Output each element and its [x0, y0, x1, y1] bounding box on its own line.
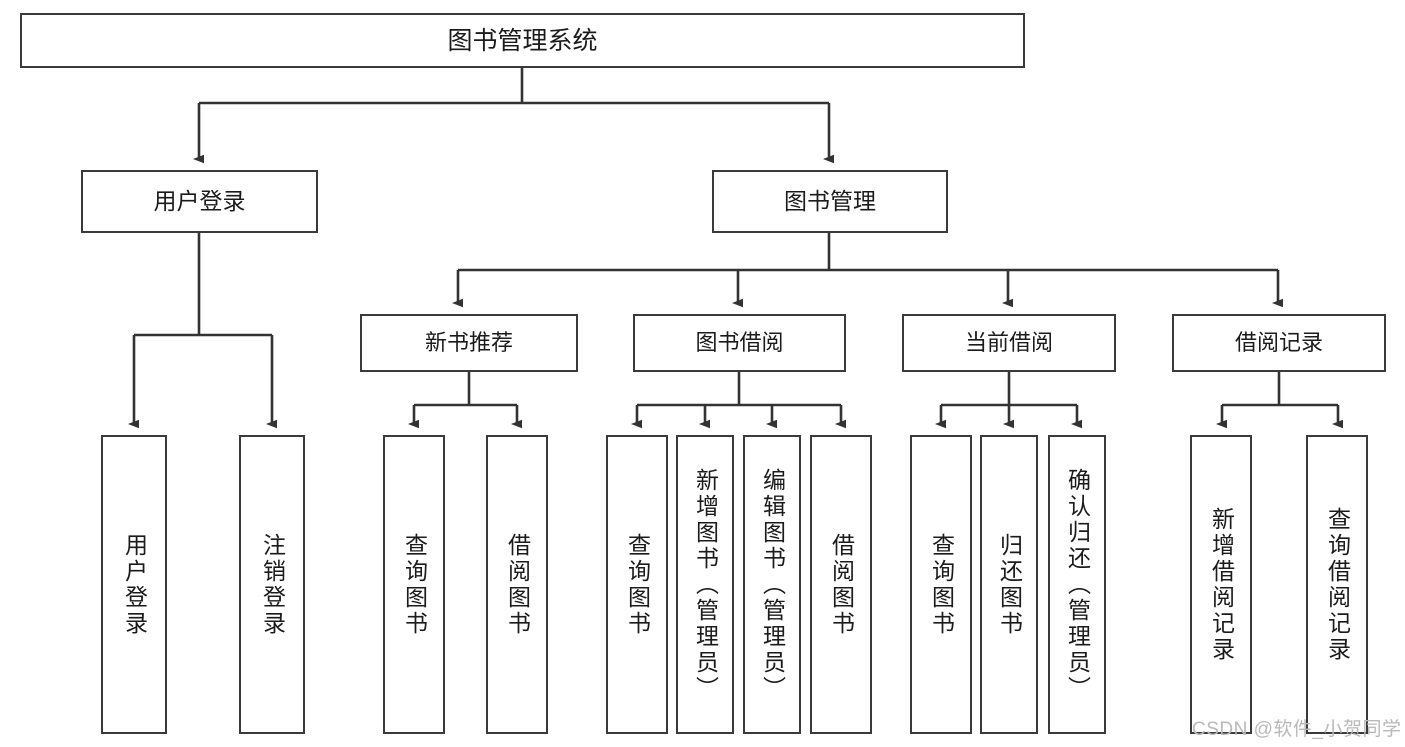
node-leaf-query-book-current[interactable]: 查询图书 [910, 435, 972, 734]
node-leaf-add-book-admin[interactable]: 新增图书（管理员） [676, 435, 734, 734]
node-user-login[interactable]: 用户登录 [81, 170, 318, 233]
node-leaf-query-borrow-record[interactable]: 查询借阅记录 [1306, 435, 1368, 734]
node-label: 用户登录 [121, 532, 148, 637]
node-leaf-borrow-book-recommend[interactable]: 借阅图书 [486, 435, 548, 734]
node-leaf-query-book-recommend[interactable]: 查询图书 [383, 435, 445, 734]
node-book-borrow[interactable]: 图书借阅 [633, 314, 846, 372]
node-label: 新增借阅记录 [1208, 506, 1235, 663]
node-leaf-edit-book-admin[interactable]: 编辑图书（管理员） [743, 435, 801, 734]
node-label: 归还图书 [996, 532, 1023, 637]
node-book-management[interactable]: 图书管理 [712, 170, 948, 233]
node-root-system[interactable]: 图书管理系统 [20, 13, 1025, 68]
node-label: 图书管理系统 [447, 26, 598, 55]
node-label: 图书借阅 [695, 329, 784, 355]
node-label: 查询借阅记录 [1324, 506, 1351, 663]
node-label: 查询图书 [928, 532, 955, 637]
node-label: 当前借阅 [964, 329, 1053, 355]
node-borrow-record[interactable]: 借阅记录 [1172, 314, 1386, 372]
node-label: 查询图书 [624, 532, 651, 637]
node-leaf-confirm-return-admin[interactable]: 确认归还（管理员） [1048, 435, 1106, 734]
node-leaf-user-login[interactable]: 用户登录 [101, 435, 167, 734]
node-label: 注销登录 [259, 532, 286, 637]
node-label: 编辑图书（管理员） [759, 467, 786, 702]
node-leaf-add-borrow-record[interactable]: 新增借阅记录 [1190, 435, 1252, 734]
node-label: 借阅图书 [828, 532, 855, 637]
node-current-borrow[interactable]: 当前借阅 [902, 314, 1116, 372]
node-leaf-logout[interactable]: 注销登录 [239, 435, 305, 734]
node-label: 查询图书 [401, 532, 428, 637]
node-label: 借阅记录 [1234, 329, 1323, 355]
node-label: 新增图书（管理员） [692, 467, 719, 702]
node-label: 借阅图书 [504, 532, 531, 637]
node-label: 图书管理 [784, 187, 876, 214]
node-label: 确认归还（管理员） [1064, 467, 1091, 702]
node-leaf-return-book[interactable]: 归还图书 [980, 435, 1038, 734]
node-label: 新书推荐 [424, 329, 513, 355]
node-new-book-recommend[interactable]: 新书推荐 [360, 314, 578, 372]
node-label: 用户登录 [153, 187, 246, 214]
node-leaf-query-book-borrow[interactable]: 查询图书 [606, 435, 668, 734]
node-leaf-borrow-book[interactable]: 借阅图书 [810, 435, 872, 734]
